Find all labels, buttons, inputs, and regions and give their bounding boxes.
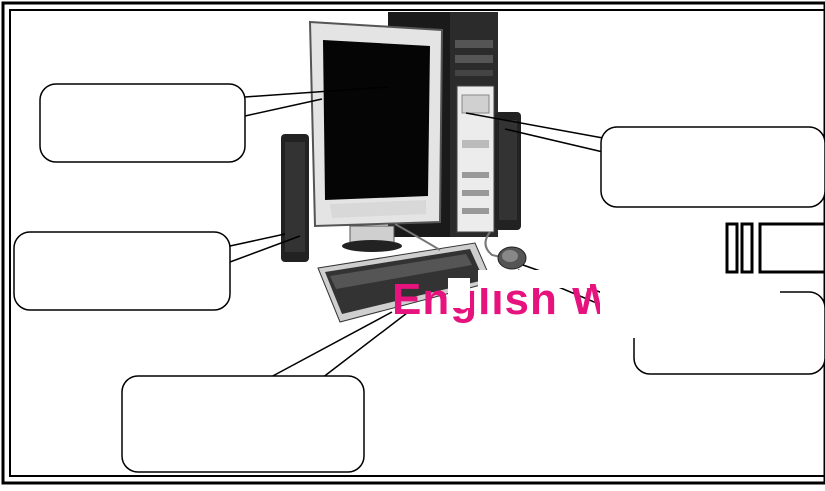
left-speaker	[281, 134, 309, 262]
callout-box-monitor	[40, 84, 245, 162]
callout-box-speaker	[14, 232, 230, 310]
monitor	[310, 22, 442, 252]
decorative-bracket	[727, 224, 825, 272]
callout-box-keyboard	[122, 376, 364, 472]
mouse	[498, 247, 526, 269]
callout-box-system-unit	[601, 127, 825, 207]
